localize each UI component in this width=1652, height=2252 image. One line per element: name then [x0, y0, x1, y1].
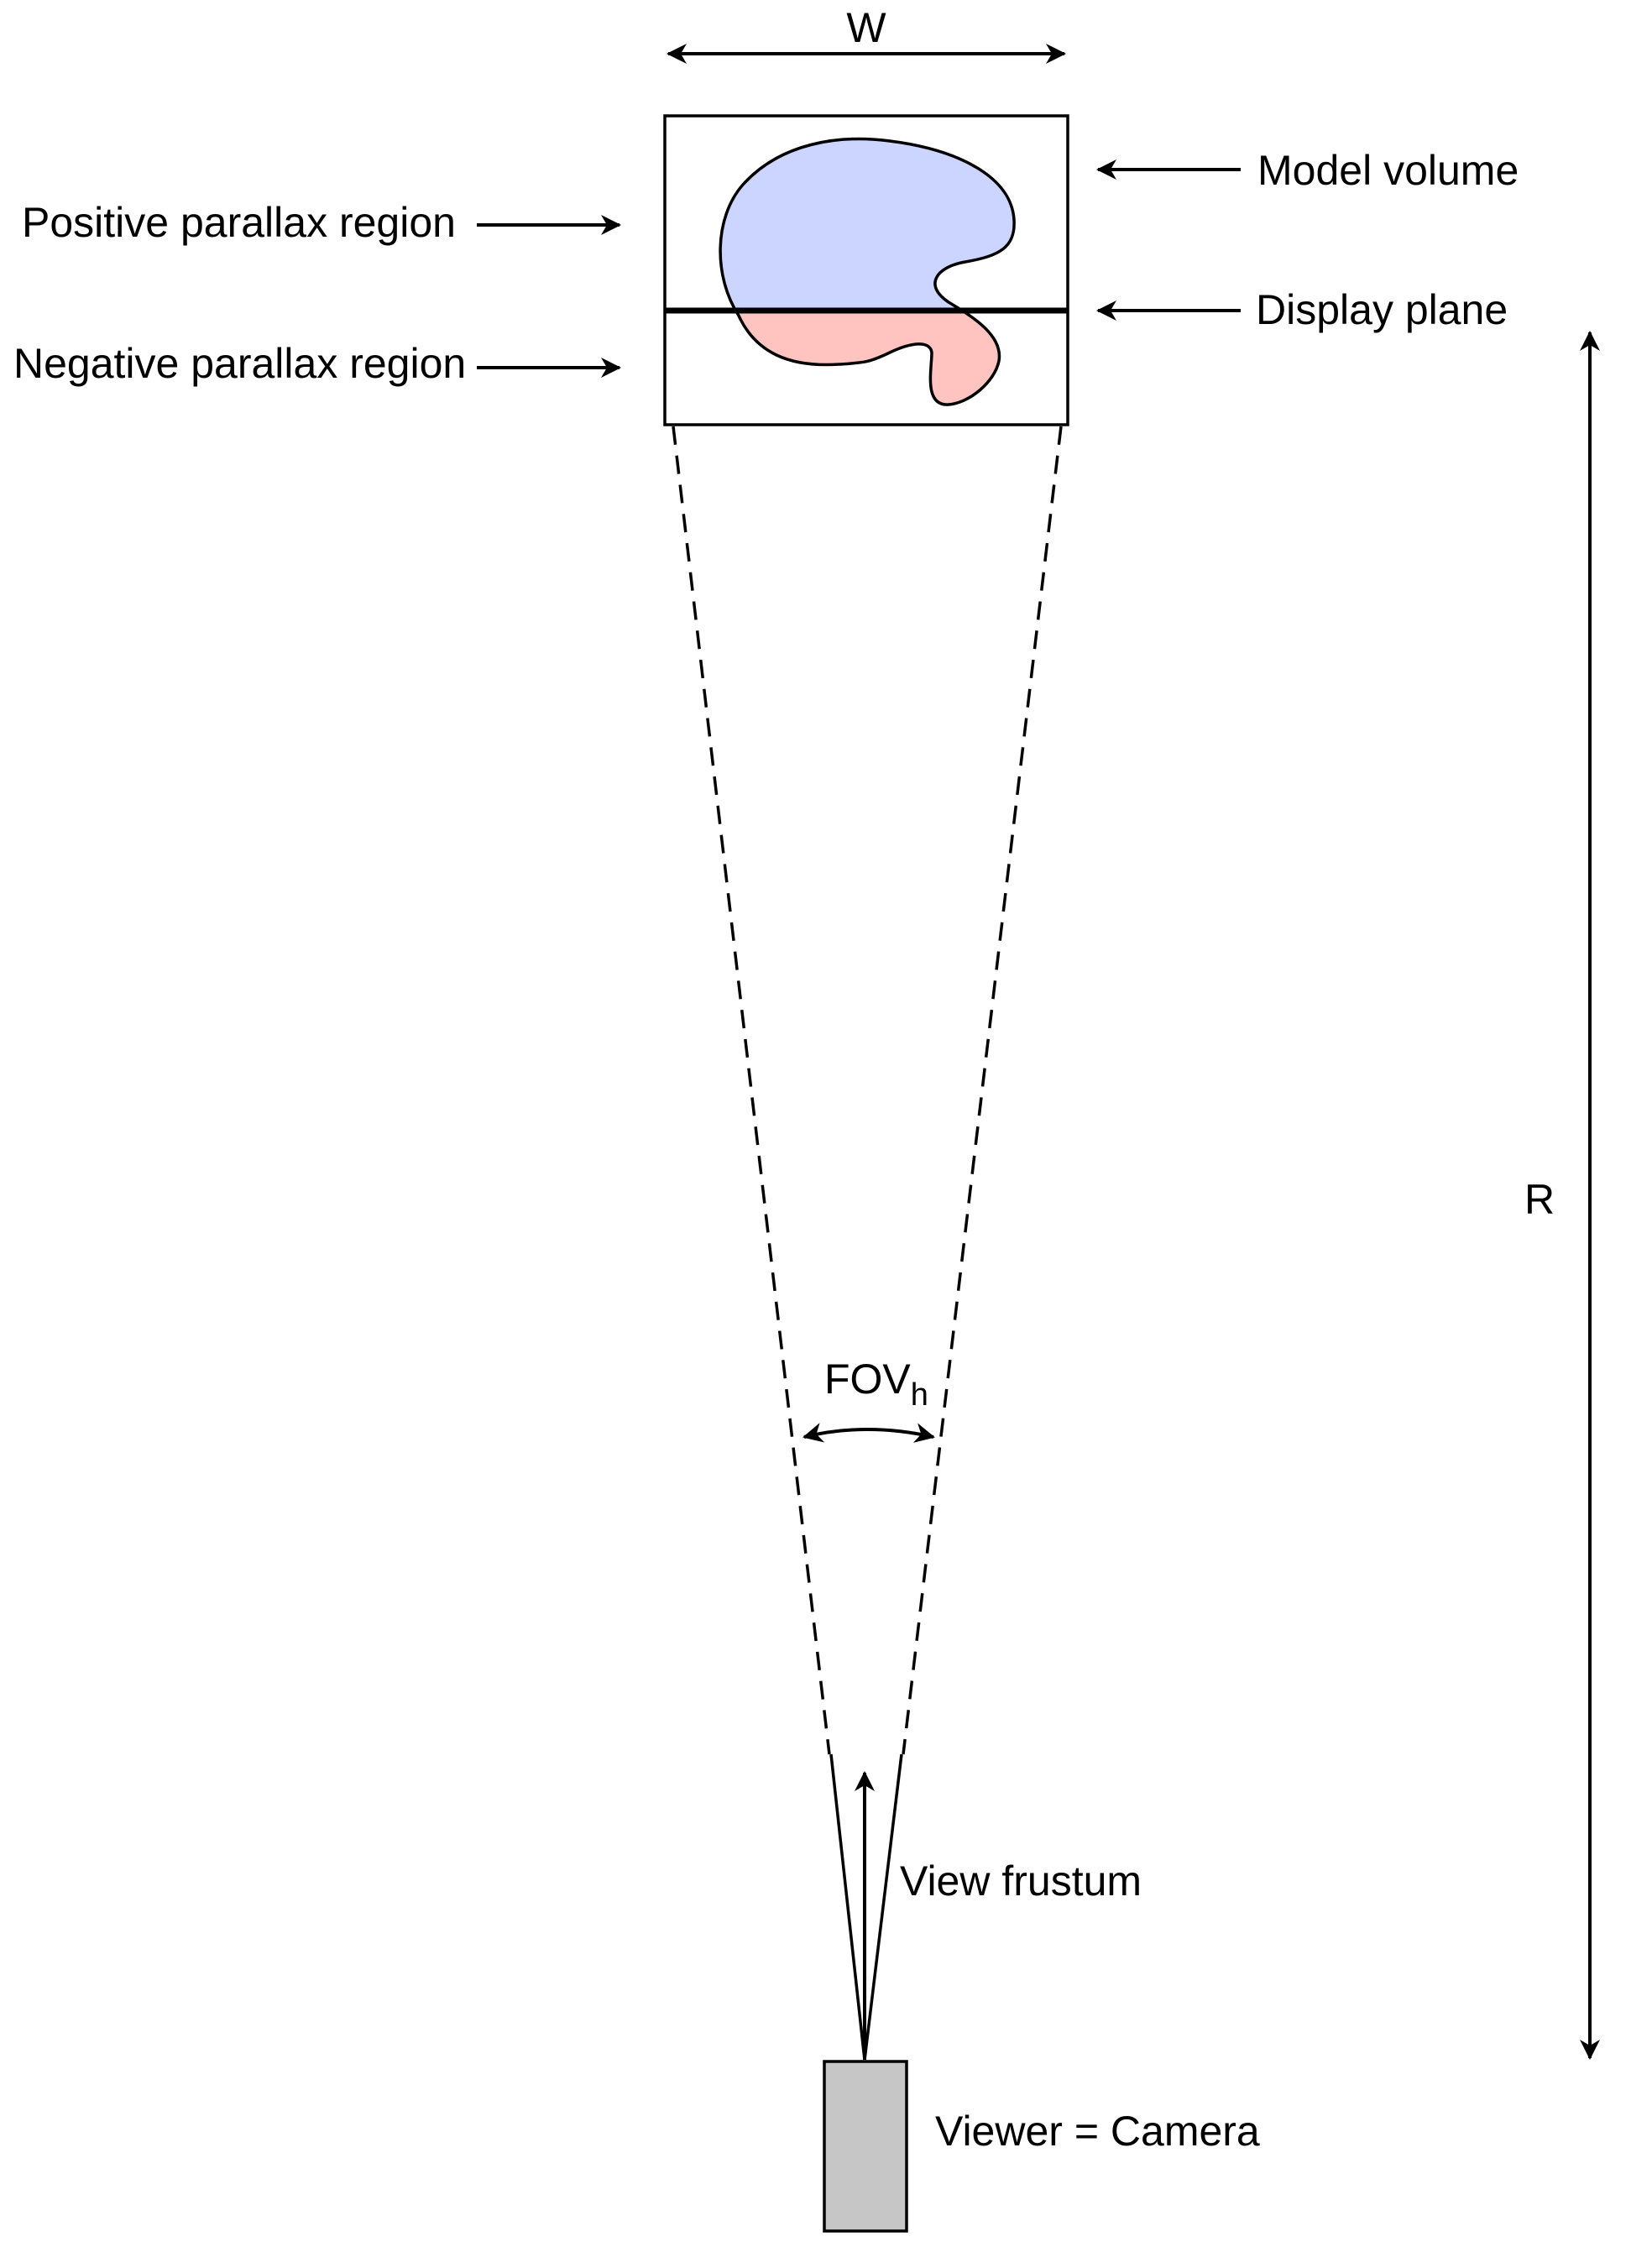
model-volume-label: Model volume — [1257, 147, 1519, 194]
camera-icon — [823, 2060, 908, 2233]
width-dimension: W — [667, 4, 1066, 64]
fov-label-subscript: h — [911, 1377, 928, 1413]
frustum-right-dashed — [902, 426, 1063, 1755]
positive-parallax-label: Positive parallax region — [22, 199, 456, 246]
distance-label: R — [1524, 1176, 1555, 1223]
model-volume-box — [663, 114, 1069, 426]
negative-parallax-callout: Negative parallax region — [13, 340, 621, 387]
negative-parallax-blob — [735, 311, 1000, 405]
viewer-label: Viewer = Camera — [935, 2108, 1260, 2155]
fov-label-main: FOV — [824, 1356, 911, 1403]
frustum-dashed-lines — [672, 426, 1063, 1755]
view-frustum: View frustum — [829, 1753, 1142, 2061]
positive-parallax-callout: Positive parallax region — [22, 199, 621, 246]
fov-label: FOVh — [824, 1356, 928, 1413]
fov-indicator: FOVh — [802, 1356, 935, 1443]
model-volume-callout: Model volume — [1096, 147, 1519, 194]
blob-outline — [719, 137, 1016, 406]
positive-parallax-blob — [720, 138, 1015, 311]
display-plane-label: Display plane — [1256, 286, 1508, 333]
camera: Viewer = Camera — [823, 2060, 1260, 2233]
frustum-left-solid — [829, 1753, 866, 2061]
frustum-right-solid — [863, 1753, 903, 2061]
display-plane-callout: Display plane — [1096, 286, 1508, 333]
view-frustum-label: View frustum — [900, 1858, 1142, 1905]
distance-dimension: R — [1524, 331, 1600, 2060]
fov-arc — [802, 1423, 935, 1443]
negative-parallax-label: Negative parallax region — [13, 340, 466, 387]
frustum-left-dashed — [672, 426, 831, 1755]
width-label: W — [846, 4, 886, 51]
model-blob — [719, 137, 1016, 406]
